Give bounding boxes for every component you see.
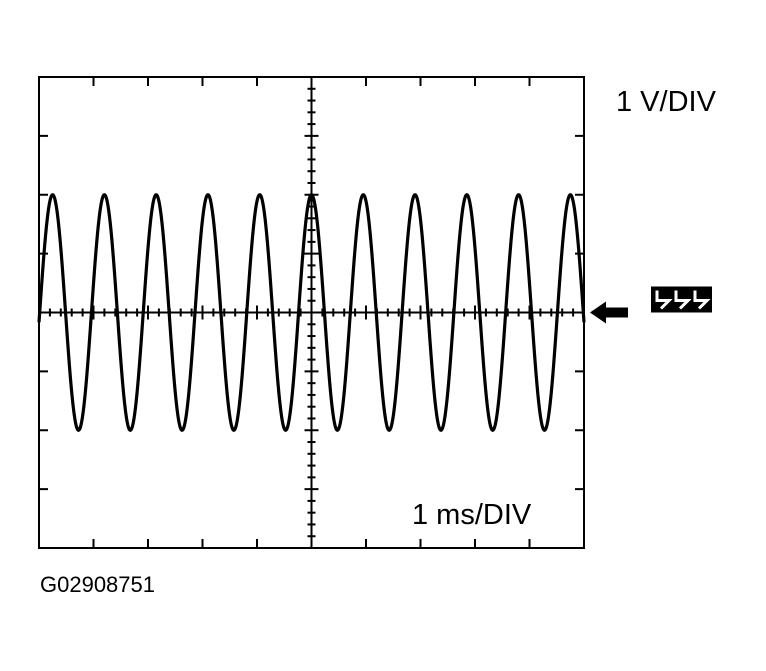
time-per-division-label: 1 ms/DIV xyxy=(412,499,532,531)
ground-symbol-stroke xyxy=(674,290,692,310)
ground-symbol-stroke xyxy=(693,290,711,310)
volts-per-division-label: 1 V/DIV xyxy=(616,86,716,118)
ground-reference-arrow-icon xyxy=(590,301,628,324)
sine-waveform-trace xyxy=(37,193,586,432)
figure-id-label: G02908751 xyxy=(40,572,155,597)
ground-symbol-stroke xyxy=(655,290,673,310)
